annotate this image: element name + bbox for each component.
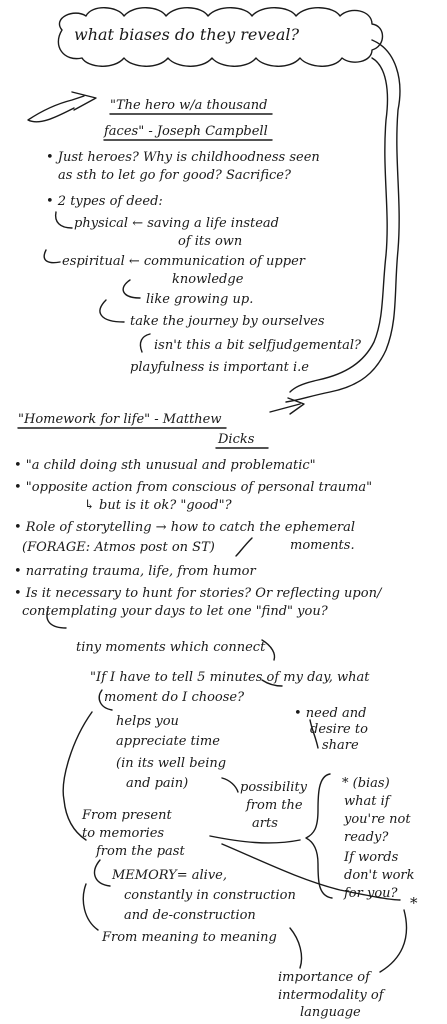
bias-line7: for you? <box>344 886 398 901</box>
need-line1: • need and <box>294 706 367 721</box>
section2-bullet5-line1: • Is it necessary to hunt for stories? O… <box>14 586 382 601</box>
section2-heading-line1: "Homework for life" - Matthew <box>18 412 222 427</box>
heading1-arrow <box>27 91 97 123</box>
present-line3: from the past <box>96 844 185 859</box>
tiny-moments: tiny moments which connect <box>76 640 266 655</box>
bias-line3: you're not <box>344 812 411 827</box>
forage-note: (FORAGE: Atmos post on ST) <box>22 540 215 555</box>
section2-bullet5-line2: contemplating your days to let one "find… <box>22 604 328 619</box>
section1-bullet2: • 2 types of deed: <box>46 194 163 209</box>
present-line2: to memories <box>82 826 165 841</box>
memory-line2: constantly in construction <box>124 888 296 903</box>
possibility-line1: possibility <box>240 780 308 795</box>
growing-up: like growing up. <box>146 292 254 307</box>
section2-bullet2: • "opposite action from conscious of per… <box>14 480 373 495</box>
need-line3: share <box>322 738 359 753</box>
quote-line2: moment do I choose? <box>104 690 245 705</box>
spiritual-line2: knowledge <box>172 272 244 287</box>
helps-line2: appreciate time <box>116 734 220 749</box>
meaning-to-meaning: From meaning to meaning <box>102 930 277 945</box>
section2-bullet1: • "a child doing sth unusual and problem… <box>14 458 316 473</box>
memory-line3: and de-construction <box>124 908 256 923</box>
section2-moments: moments. <box>290 538 355 553</box>
need-line2: desire to <box>310 722 368 737</box>
bias-star: * <box>410 894 418 912</box>
section2-bullet3: • Role of storytelling → how to catch th… <box>14 520 356 535</box>
section1-bullet1-line2: as sth to let go for good? Sacrifice? <box>58 168 291 183</box>
memory-line1: MEMORY= alive, <box>112 868 228 883</box>
heading2-arrow <box>269 397 305 415</box>
importance-line3: language <box>300 1005 361 1020</box>
importance-line2: intermodality of <box>278 988 384 1003</box>
bias-line1: * (bias) <box>342 776 390 791</box>
present-line1: From present <box>82 808 172 823</box>
self-judgemental: isn't this a bit selfjudgemental? <box>154 338 361 353</box>
helps-line4: and pain) <box>126 776 189 791</box>
playfulness: playfulness is important i.e <box>130 360 309 375</box>
section2-bullet2-sub: ↳ but is it ok? "good"? <box>84 498 232 513</box>
bias-line5: If words <box>344 850 399 865</box>
section1-bullet1-line1: • Just heroes? Why is childhoodness seen <box>46 150 320 165</box>
section1-heading-line2: faces" - Joseph Campbell <box>104 124 268 139</box>
bias-line6: don't work <box>344 868 415 883</box>
possibility-line3: arts <box>252 816 278 831</box>
section1-heading-line1: "The hero w/a thousand <box>110 98 268 113</box>
helps-line3: (in its well being <box>116 756 227 771</box>
physical-line2: of its own <box>178 234 243 249</box>
bias-line4: ready? <box>344 830 389 845</box>
importance-line1: importance of <box>278 970 370 985</box>
spiritual-line1: espiritual ← communication of upper <box>62 254 305 269</box>
section2-bullet4: • narrating trauma, life, from humor <box>14 564 256 579</box>
journey: take the journey by ourselves <box>130 314 325 329</box>
bias-line2: what if <box>344 794 390 809</box>
section2-heading-line2: Dicks <box>218 432 255 447</box>
helps-line1: helps you <box>116 714 179 729</box>
physical-line1: physical ← saving a life instead <box>74 216 279 231</box>
page-title: what biases do they reveal? <box>74 25 300 44</box>
quote-line1: "If I have to tell 5 minutes of my day, … <box>90 670 370 685</box>
possibility-line2: from the <box>246 798 303 813</box>
brace <box>305 773 333 899</box>
